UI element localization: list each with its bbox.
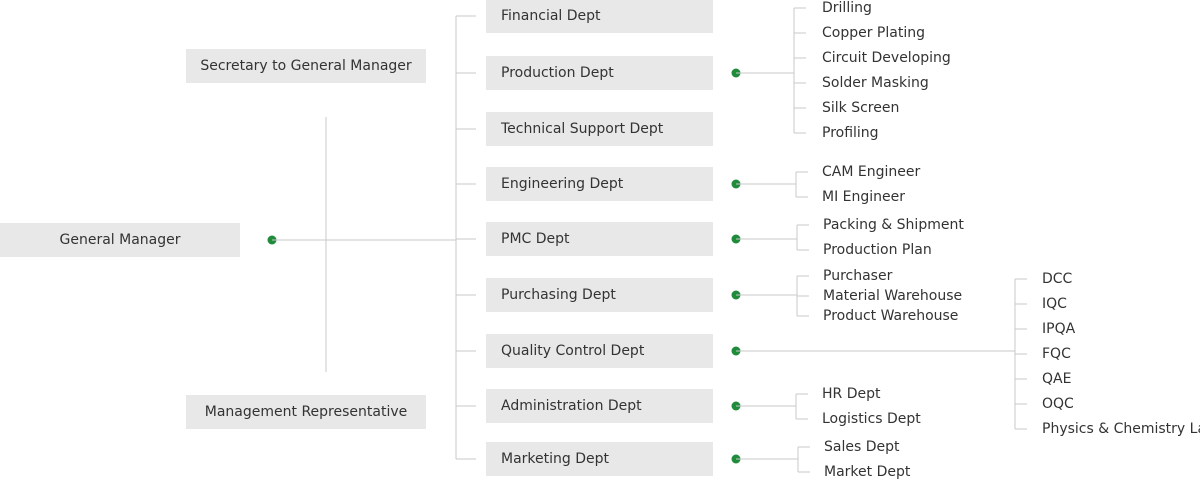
department-label: Production Dept [501,65,614,81]
unit-label: DCC [1042,271,1073,287]
department-box: Administration Dept [486,389,713,423]
unit-label: Material Warehouse [823,288,963,304]
unit-label: Solder Masking [822,75,929,91]
unit-label: Product Warehouse [823,308,959,324]
management-representative-label: Management Representative [204,404,408,420]
unit-label: Purchaser [823,268,893,284]
department-label: Administration Dept [501,398,642,414]
department-label: Quality Control Dept [501,343,645,359]
unit-label: OQC [1042,396,1074,412]
management-representative-box: Management Representative [186,395,426,429]
unit-label: IQC [1042,296,1067,312]
unit-label: MI Engineer [822,189,906,205]
department-box: Technical Support Dept [486,112,713,146]
department-label: Technical Support Dept [501,121,664,137]
department-label: Purchasing Dept [501,287,616,303]
unit-label: Profiling [822,125,879,141]
unit-label: HR Dept [822,386,881,402]
department-box: PMC Dept [486,222,713,256]
general-manager-box: General Manager [0,223,240,257]
department-box: Engineering Dept [486,167,713,201]
unit-label: QAE [1042,371,1072,387]
secretary-label: Secretary to General Manager [200,58,412,74]
department-box: Financial Dept [486,0,713,33]
unit-label: Production Plan [823,242,932,258]
unit-label: Physics & Chemistry Lab [1042,421,1200,437]
unit-label: CAM Engineer [822,164,921,180]
secretary-box: Secretary to General Manager [186,49,426,83]
unit-label: Packing & Shipment [823,217,964,233]
unit-label: IPQA [1042,321,1076,337]
department-box: Production Dept [486,56,713,90]
unit-label: Silk Screen [822,100,900,116]
department-box: Quality Control Dept [486,334,713,368]
unit-label: Drilling [822,0,872,16]
unit-label: FQC [1042,346,1071,362]
unit-label: Sales Dept [824,439,900,455]
general-manager-label: General Manager [59,232,181,248]
department-label: Financial Dept [501,8,601,24]
department-label: Marketing Dept [501,451,609,467]
unit-label: Circuit Developing [822,50,951,66]
department-label: Engineering Dept [501,176,624,192]
department-box: Marketing Dept [486,442,713,476]
unit-label: Market Dept [824,464,911,480]
department-label: PMC Dept [501,231,570,247]
department-box: Purchasing Dept [486,278,713,312]
unit-label: Logistics Dept [822,411,921,427]
unit-label: Copper Plating [822,25,925,41]
